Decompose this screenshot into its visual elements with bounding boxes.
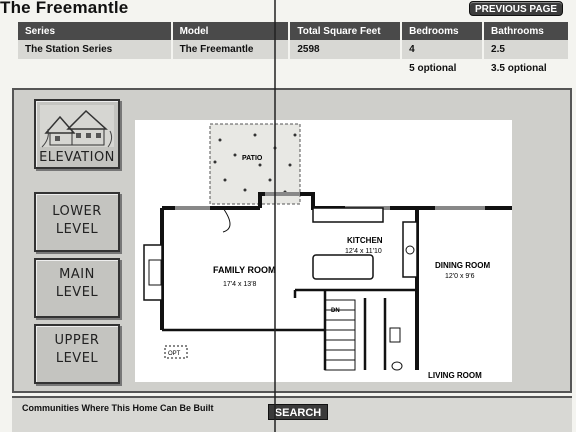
communities-text: Communities Where This Home Can Be Built <box>22 403 214 413</box>
main-level-label-1: MAIN <box>59 267 95 282</box>
cell-bedrooms: 4 <box>401 40 485 59</box>
upper-level-label-2: LEVEL <box>55 351 99 366</box>
scan-binding-line <box>274 0 276 432</box>
cell-bathrooms: 2.5 <box>483 40 570 59</box>
stairs-down-label: DN <box>331 308 340 314</box>
lower-level-button[interactable]: LOWER LEVEL <box>34 192 120 252</box>
cell-empty <box>171 59 291 77</box>
page-title: The Freemantle <box>0 0 129 17</box>
patio-label: PATIO <box>242 155 263 162</box>
footer-bar: Communities Where This Home Can Be Built… <box>12 396 572 432</box>
cell-sqft: 2598 <box>289 40 403 59</box>
search-button[interactable]: SEARCH <box>268 404 328 420</box>
previous-page-button[interactable]: PREVIOUS PAGE <box>469 1 563 16</box>
main-level-button[interactable]: MAIN LEVEL <box>34 258 120 318</box>
dining-room-label: DINING ROOM <box>435 261 490 270</box>
cell-bathrooms-optional: 3.5 optional <box>483 59 570 77</box>
upper-level-label-1: UPPER <box>54 333 100 348</box>
cell-empty <box>18 59 173 77</box>
upper-level-button[interactable]: UPPER LEVEL <box>34 324 120 384</box>
cell-bedrooms-optional: 5 optional <box>401 59 485 77</box>
header-model: Model <box>171 22 291 40</box>
cell-model: The Freemantle <box>171 40 291 59</box>
elevation-label: ELEVATION <box>39 150 115 165</box>
cell-empty <box>289 59 403 77</box>
dining-room-dim: 12'0 x 9'6 <box>445 273 475 280</box>
family-room-label: FAMILY ROOM <box>213 265 276 275</box>
table-row-optional: 5 optional 3.5 optional <box>18 59 570 77</box>
elevation-button[interactable]: ELEVATION <box>34 99 120 169</box>
kitchen-label: KITCHEN <box>347 236 383 245</box>
floor-plan-image: PATIO <box>135 120 512 382</box>
header-series: Series <box>18 22 173 40</box>
table-row: The Station Series The Freemantle 2598 4… <box>18 40 570 59</box>
header-sqft: Total Square Feet <box>289 22 403 40</box>
lower-level-label-2: LEVEL <box>55 222 99 237</box>
living-room-label: LIVING ROOM <box>428 371 482 380</box>
lower-level-label-1: LOWER <box>52 204 102 219</box>
spec-table: Series Model Total Square Feet Bedrooms … <box>18 22 570 77</box>
house-elevation-icon <box>40 105 114 148</box>
kitchen-dim: 12'4 x 11'10 <box>345 248 382 255</box>
cell-series: The Station Series <box>18 40 173 59</box>
header-bathrooms: Bathrooms <box>483 22 570 40</box>
main-level-label-2: LEVEL <box>55 285 99 300</box>
family-room-dim: 17'4 x 13'8 <box>223 281 257 288</box>
table-header-row: Series Model Total Square Feet Bedrooms … <box>18 22 570 40</box>
header-bedrooms: Bedrooms <box>401 22 485 40</box>
opt-label: OPT <box>168 351 181 357</box>
